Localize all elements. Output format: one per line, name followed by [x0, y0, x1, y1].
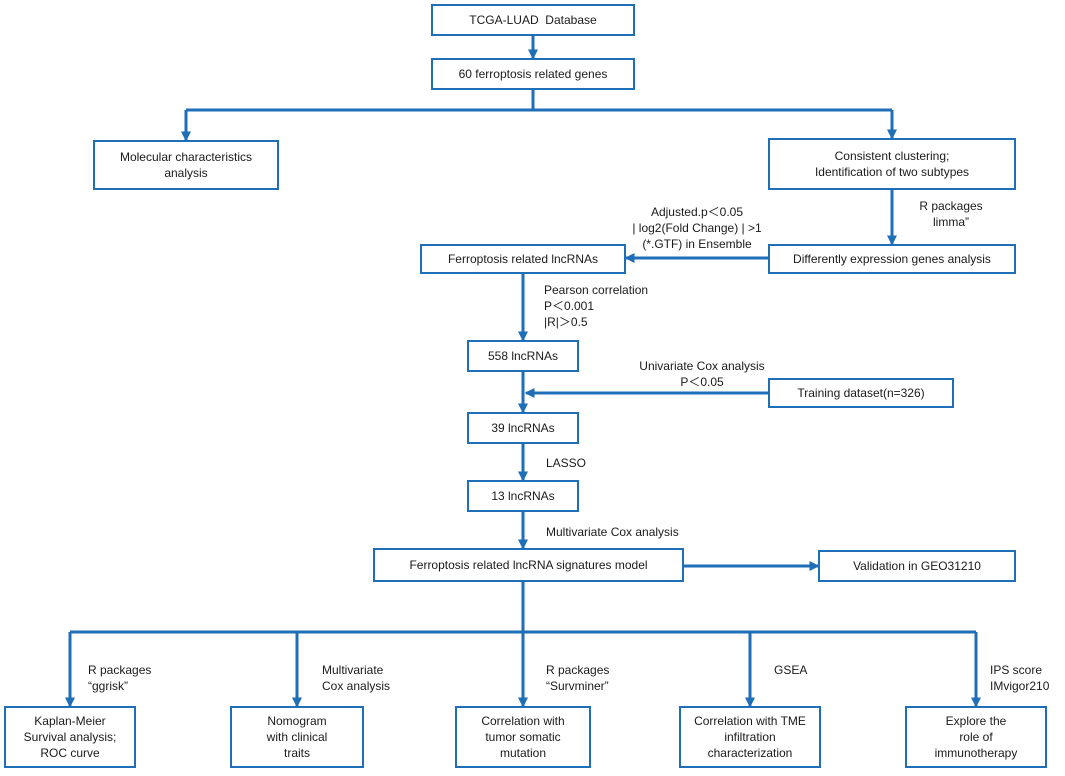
ferroptosis-genes-text: 60 ferroptosis related genes	[458, 67, 608, 81]
gsea-label: GSEA	[774, 662, 807, 678]
immunotherapy-box: Explore the role of immunotherapy	[905, 706, 1047, 768]
mutation-line-1: Correlation with	[481, 714, 565, 728]
lncrnas-39-box: 39 lncRNAs	[467, 412, 579, 444]
mutation-line-2: tumor somatic	[485, 730, 561, 744]
km-line-1: Kaplan-Meier	[34, 714, 106, 728]
ferroptosis-lncrnas-text: Ferroptosis related lncRNAs	[447, 252, 599, 266]
gsea-text: GSEA	[774, 663, 808, 677]
univariate-cox-label: Univariate Cox analysis P＜0.05	[614, 358, 790, 390]
r-limma-line-2: limma”	[933, 215, 969, 229]
km-line-3: ROC curve	[40, 746, 100, 760]
ferroptosis-lncrnas-box: Ferroptosis related lncRNAs	[420, 244, 626, 274]
lncrnas-558-box: 558 lncRNAs	[467, 340, 579, 372]
lncrnas-558-text: 558 lncRNAs	[487, 349, 559, 363]
deg-analysis-box: Differently expression genes analysis	[768, 244, 1016, 274]
tcga-database-text: TCGA-LUAD Database	[469, 13, 597, 27]
ggrisk-line-1: R packages	[88, 663, 152, 677]
molecular-analysis-box: Molecular characteristics analysis	[93, 140, 279, 190]
survminer-label: R packages “Survminer”	[546, 662, 609, 694]
lasso-label: LASSO	[546, 455, 586, 471]
tme-line-2: infiltration	[724, 730, 776, 744]
nomogram-box: Nomogram with clinical traits	[230, 706, 364, 768]
nomogram-line-1: Nomogram	[267, 714, 327, 728]
immuno-line-3: immunotherapy	[934, 746, 1018, 760]
ips-line-1: IPS score	[990, 663, 1043, 677]
ips-score-label: IPS score IMvigor210	[990, 662, 1049, 694]
clustering-line-2: Identification of two subtypes	[814, 165, 970, 179]
tme-line-3: characterization	[707, 746, 793, 760]
tme-line-1: Correlation with TME	[694, 714, 806, 728]
pearson-correlation-label: Pearson correlation P＜0.001 |R|＞0.5	[544, 282, 648, 330]
deg-analysis-text: Differently expression genes analysis	[793, 252, 991, 266]
tme-infiltration-box: Correlation with TME infiltration charac…	[679, 706, 821, 768]
clustering-box: Consistent clustering; Identification of…	[768, 138, 1016, 190]
ggrisk-line-2: “ggrisk”	[88, 679, 129, 693]
r-limma-line-1: R packages	[919, 199, 983, 213]
ferroptosis-genes-box: 60 ferroptosis related genes	[431, 58, 635, 90]
r-packages-limma-label: R packages limma”	[896, 198, 1006, 230]
univariate-line-1: Univariate Cox analysis	[639, 359, 765, 373]
survminer-line-1: R packages	[546, 663, 610, 677]
validation-box: Validation in GEO31210	[818, 550, 1016, 582]
tcga-database-box: TCGA-LUAD Database	[431, 4, 635, 36]
multivariate-main-text: Multivariate Cox analysis	[546, 525, 679, 539]
survminer-line-2: “Survminer”	[546, 679, 609, 693]
ggrisk-label: R packages “ggrisk”	[88, 662, 151, 694]
pearson-line-1: Pearson correlation	[544, 283, 649, 297]
lncrnas-39-text: 39 lncRNAs	[491, 421, 555, 435]
somatic-mutation-box: Correlation with tumor somatic mutation	[455, 706, 591, 768]
multivariate-cox-main-label: Multivariate Cox analysis	[546, 524, 679, 540]
nomogram-line-3: traits	[283, 746, 310, 760]
multi-cox-line-2: Cox analysis	[322, 679, 391, 693]
training-dataset-box: Training dataset(n=326)	[768, 378, 954, 408]
multivariate-cox-label: Multivariate Cox analysis	[322, 662, 390, 694]
signature-model-box: Ferroptosis related lncRNA signatures mo…	[373, 548, 684, 582]
validation-text: Validation in GEO31210	[853, 559, 981, 573]
multi-cox-line-1: Multivariate	[322, 663, 384, 677]
adjusted-line-3: (*.GTF) in Ensemble	[642, 237, 752, 251]
signature-model-text: Ferroptosis related lncRNA signatures mo…	[409, 558, 648, 572]
univariate-line-2: P＜0.05	[680, 375, 724, 389]
adjusted-line-1: Adjusted.p＜0.05	[650, 205, 744, 219]
nomogram-line-2: with clinical	[266, 730, 328, 744]
immuno-line-2: role of	[959, 730, 993, 744]
lasso-text: LASSO	[546, 456, 587, 470]
immuno-line-1: Explore the	[945, 714, 1007, 728]
training-dataset-text: Training dataset(n=326)	[797, 386, 925, 400]
mutation-line-3: mutation	[499, 746, 547, 760]
pearson-line-3: |R|＞0.5	[544, 315, 588, 329]
ips-line-2: IMvigor210	[990, 679, 1050, 693]
adjusted-p-label: Adjusted.p＜0.05 | log2(Fold Change) | >1…	[626, 204, 768, 252]
pearson-line-2: P＜0.001	[544, 299, 595, 313]
molecular-line-2: analysis	[164, 166, 208, 180]
lncrnas-13-text: 13 lncRNAs	[491, 489, 555, 503]
lncrnas-13-box: 13 lncRNAs	[467, 480, 579, 512]
adjusted-line-2: | log2(Fold Change) | >1	[632, 221, 762, 235]
kaplan-meier-box: Kaplan-Meier Survival analysis; ROC curv…	[4, 706, 136, 768]
km-line-2: Survival analysis;	[23, 730, 117, 744]
molecular-line-1: Molecular characteristics	[119, 150, 253, 164]
clustering-line-1: Consistent clustering;	[834, 149, 950, 163]
